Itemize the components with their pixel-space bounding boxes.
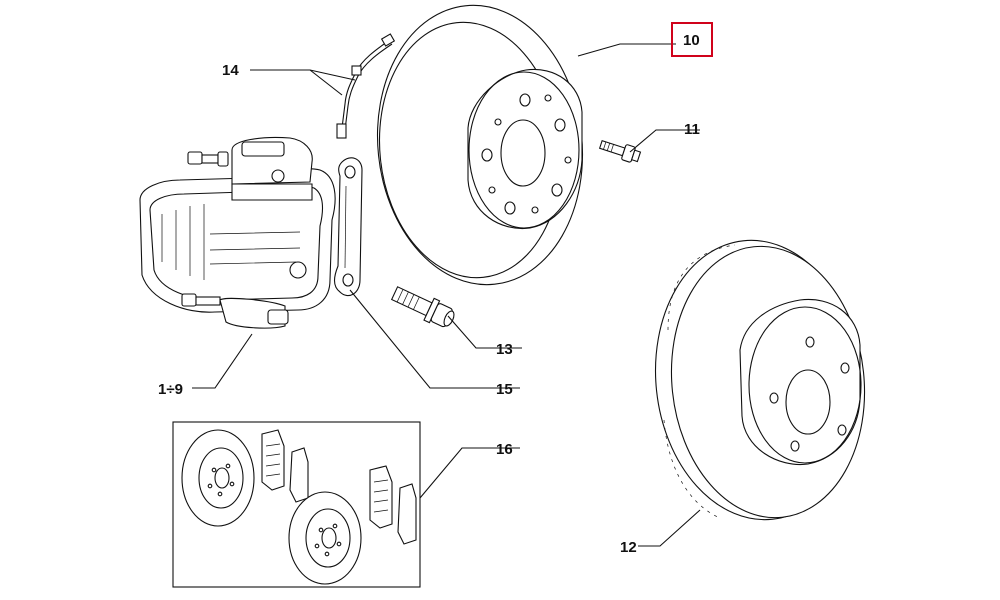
brake-disc-ventilated[interactable]	[642, 230, 878, 530]
label-part-15[interactable]: 15	[496, 381, 513, 398]
label-part-10[interactable]: 10	[683, 32, 700, 49]
disc-pad-kit-frame[interactable]	[172, 421, 421, 588]
label-part-12[interactable]: 12	[620, 539, 637, 556]
brake-disc-solid[interactable]	[364, 0, 596, 295]
label-part-13[interactable]: 13	[496, 341, 513, 358]
kit-pads-lower	[369, 465, 417, 545]
label-part-16[interactable]: 16	[496, 441, 513, 458]
kit-disc-upper	[181, 429, 255, 527]
brake-caliper-assembly[interactable]	[139, 137, 336, 329]
leader-lines	[192, 43, 701, 547]
label-parts-1-9[interactable]: 1÷9	[158, 381, 183, 398]
kit-disc-lower	[288, 491, 362, 585]
sensor-bracket[interactable]	[333, 157, 363, 297]
kit-pads-upper	[261, 429, 309, 503]
label-part-11[interactable]: 11	[684, 121, 700, 138]
pad-wear-sensor[interactable]	[336, 33, 396, 139]
caliper-bolt[interactable]	[390, 282, 458, 331]
highlight-box	[671, 22, 713, 57]
label-part-14[interactable]: 14	[222, 62, 239, 79]
wheel-stud[interactable]	[598, 137, 642, 165]
